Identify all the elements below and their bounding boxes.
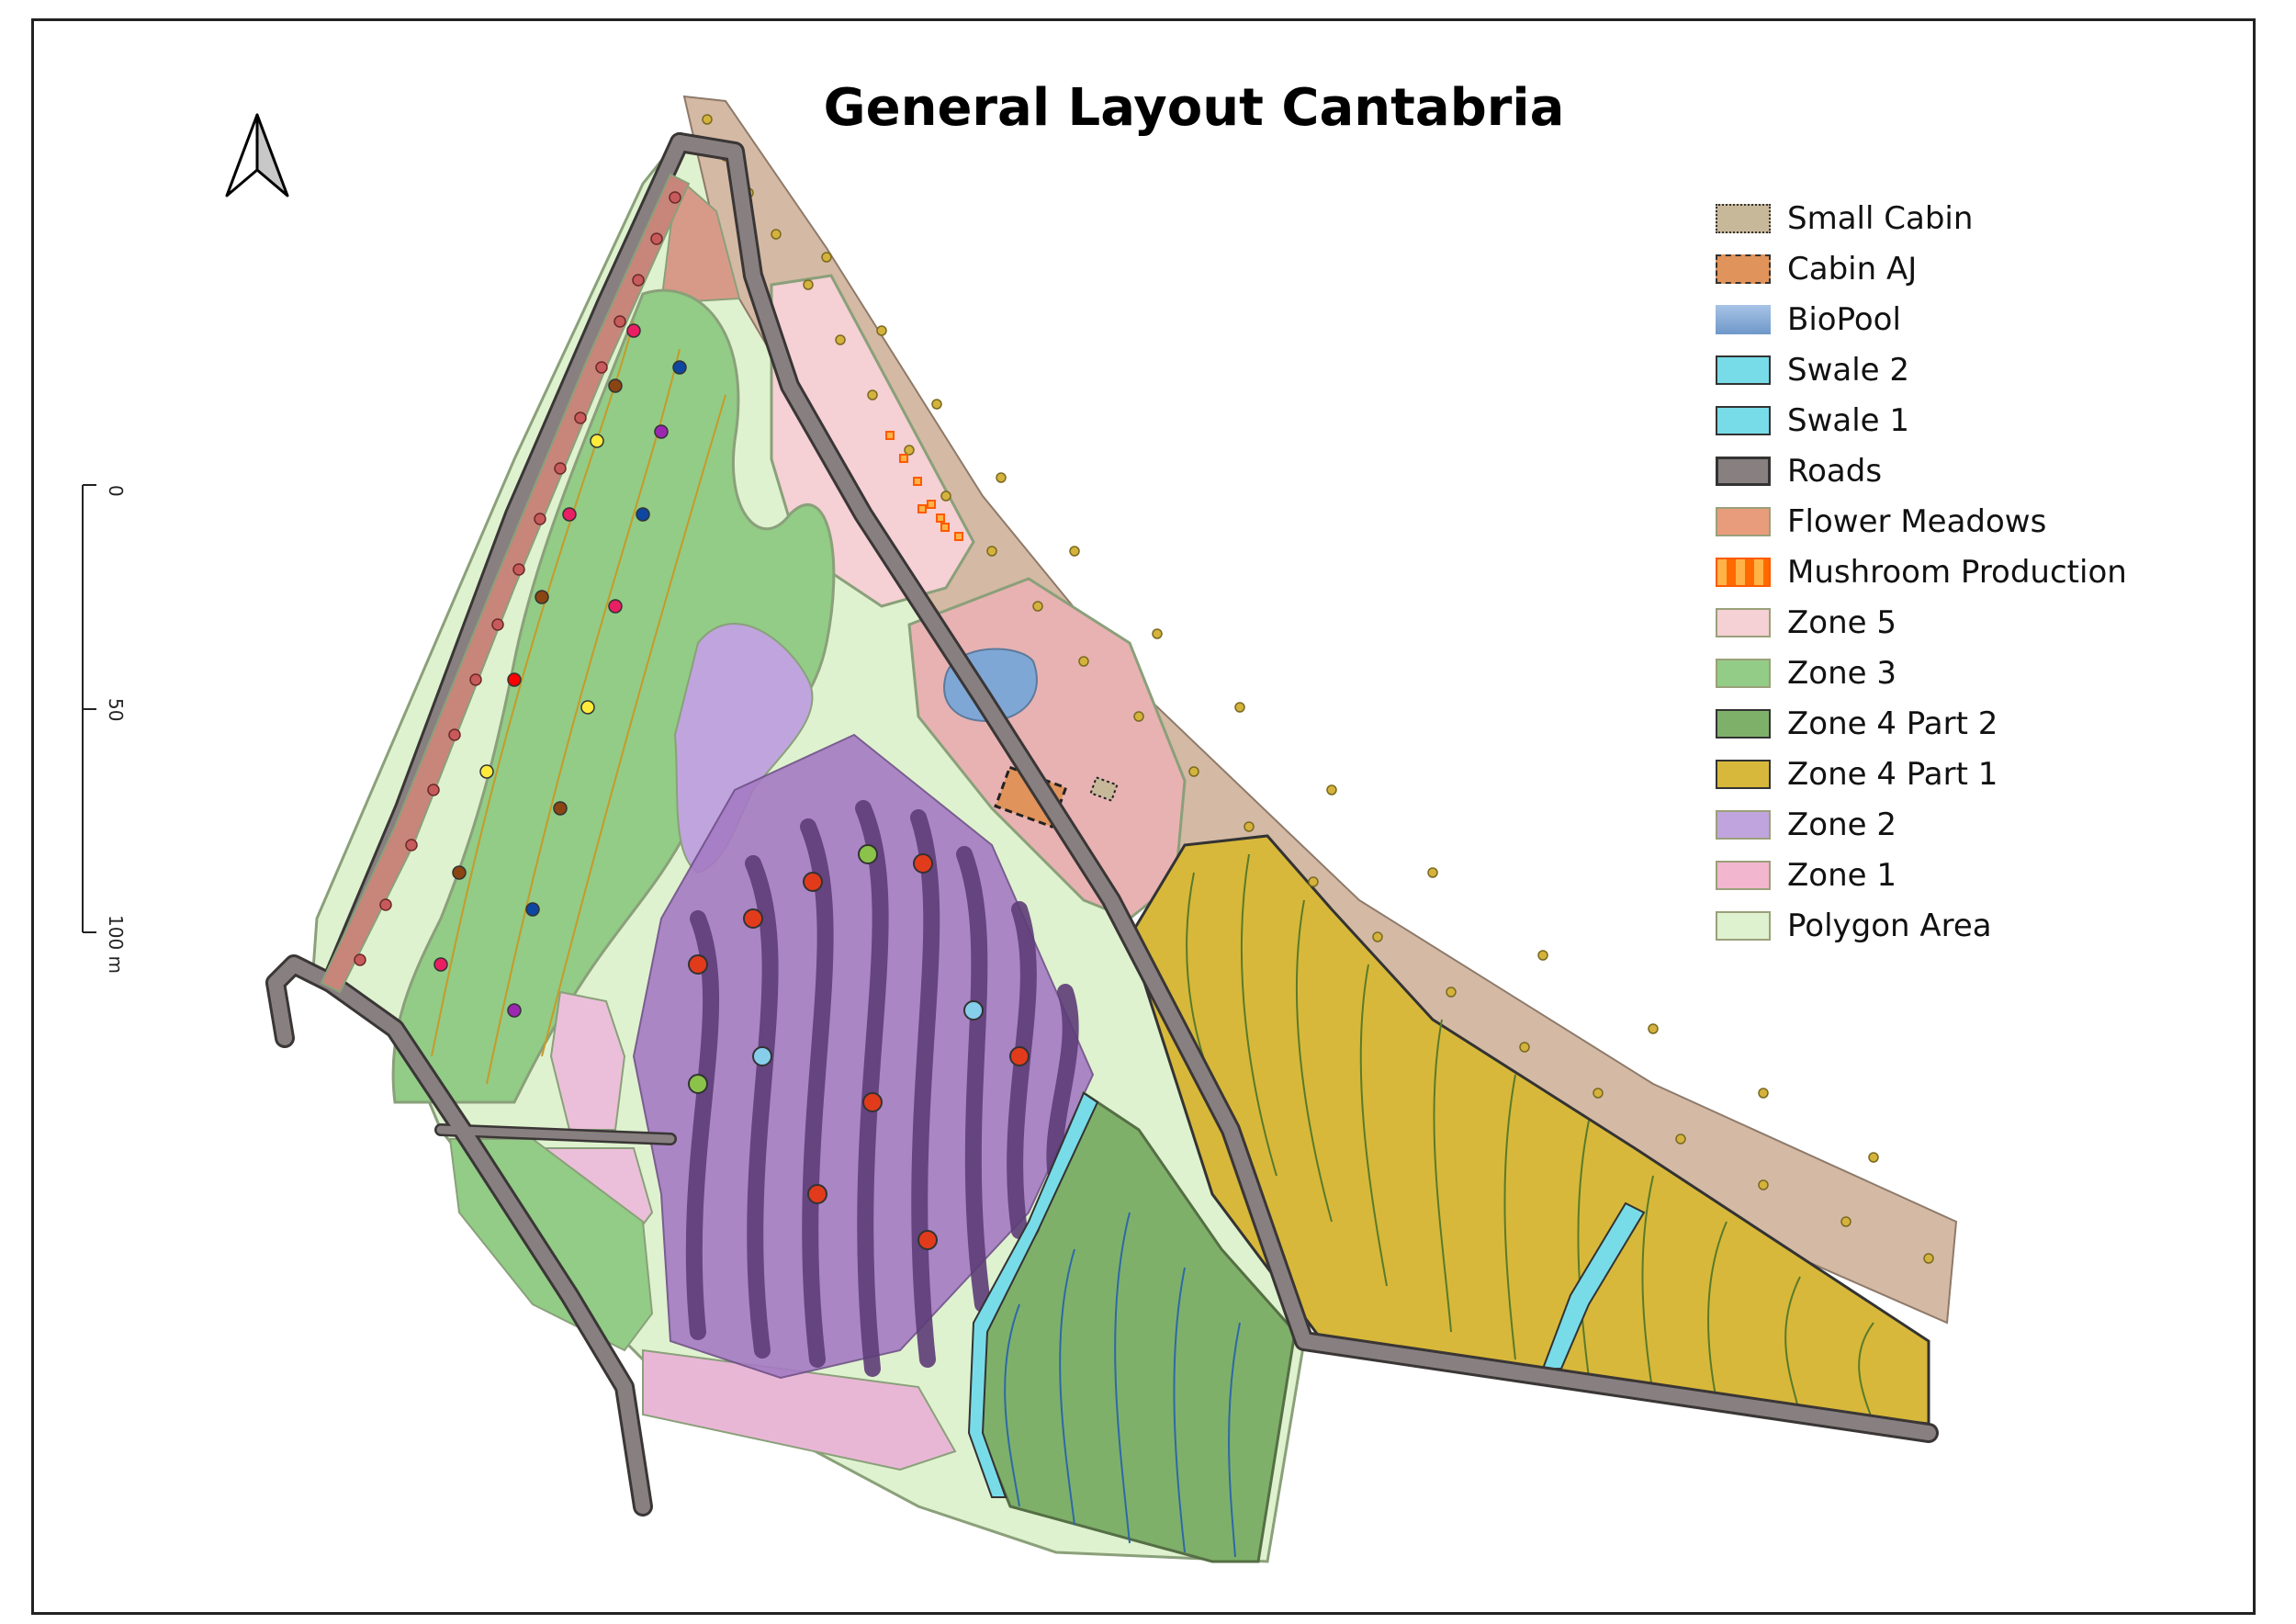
legend-item-zone-2: Zone 2 [1716,799,2230,850]
legend-swatch [1716,607,1771,637]
legend-swatch [1716,759,1771,789]
map-legend: Small Cabin Cabin AJ BioPool Swale 2 Swa… [1716,193,2230,951]
legend-item-roads: Roads [1716,445,2230,496]
legend-label: Roads [1787,452,1883,490]
legend-swatch [1716,557,1771,587]
legend-item-swale-2: Swale 2 [1716,344,2230,395]
meadow-trees [354,191,681,966]
legend-label: Small Cabin [1787,199,1974,237]
legend-swatch [1716,456,1771,486]
legend-swatch [1716,860,1771,890]
small-cabin [1089,776,1119,802]
legend-item-zone-4-part-2: Zone 4 Part 2 [1716,698,2230,749]
legend-item-zone-1: Zone 1 [1716,850,2230,900]
legend-item-swale-1: Swale 1 [1716,395,2230,445]
legend-label: Zone 4 Part 2 [1787,705,1998,742]
legend-label: Zone 2 [1787,806,1896,843]
legend-item-polygon-area: Polygon Area [1716,900,2230,951]
scale-label-50: 50 [105,698,127,722]
swale-2 [967,1091,1099,1498]
legend-item-small-cabin: Small Cabin [1716,193,2230,243]
zone1-patch-west [549,990,626,1131]
legend-label: Mushroom Production [1787,553,2127,591]
legend-label: Flower Meadows [1787,502,2047,540]
scale-bar [82,484,96,933]
flower-meadow-strip [320,173,691,994]
cabin-strip-trees [702,114,1934,1264]
legend-label: Zone 5 [1787,603,1896,641]
legend-swatch [1716,658,1771,688]
zone3-trees [433,323,687,1018]
legend-item-zone-4-part-1: Zone 4 Part 1 [1716,749,2230,799]
legend-label: Zone 1 [1787,856,1896,894]
legend-swatch [1716,355,1771,385]
legend-label: Swale 2 [1787,351,1910,389]
legend-label: Cabin AJ [1787,250,1918,288]
map-title: General Layout Cantabria [823,78,1565,138]
legend-item-biopool: BioPool [1716,294,2230,344]
legend-item-zone-3: Zone 3 [1716,648,2230,698]
zone2-area-lower [642,1348,957,1472]
north-arrow-icon [225,113,289,197]
legend-swatch [1716,254,1771,284]
legend-label: Polygon Area [1787,907,1992,944]
mushroom-production [885,431,963,541]
legend-swatch [1716,304,1771,334]
legend-swatch [1716,506,1771,536]
legend-swatch [1716,809,1771,840]
scale-label-100: 100 m [105,915,127,975]
legend-swatch [1716,910,1771,941]
swale-1 [1541,1201,1646,1370]
legend-label: Zone 4 Part 1 [1787,755,1998,793]
legend-swatch [1716,405,1771,435]
legend-item-flower-meadows: Flower Meadows [1716,496,2230,547]
zone4p2-rows [1004,1212,1241,1558]
legend-item-cabin-aj: Cabin AJ [1716,243,2230,294]
legend-label: Zone 3 [1787,654,1896,692]
legend-label: BioPool [1787,300,1901,338]
orchard-trees [688,844,1030,1250]
legend-label: Swale 1 [1787,401,1910,439]
legend-swatch [1716,203,1771,233]
scale-label-0: 0 [105,485,127,497]
legend-swatch [1716,708,1771,739]
zone3-area [391,288,836,1104]
legend-item-mushroom-production: Mushroom Production [1716,547,2230,597]
legend-item-zone-5: Zone 5 [1716,597,2230,648]
